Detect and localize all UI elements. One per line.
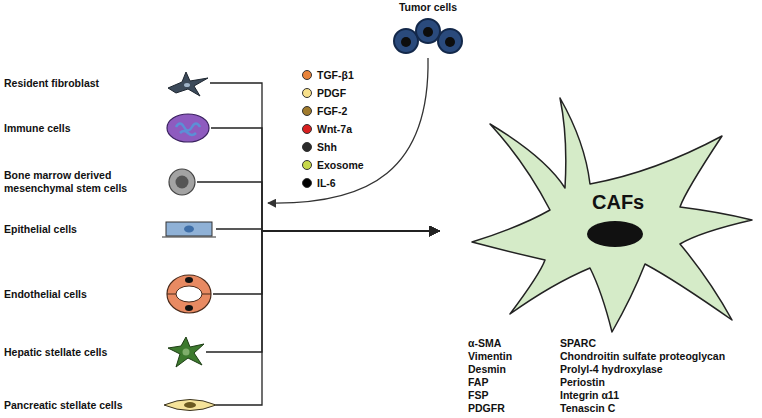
factor-name: Wnt-7a	[317, 123, 352, 135]
node-label: Immune cells	[4, 122, 162, 135]
connector-arrow	[213, 231, 440, 294]
marker-label: PDGFR	[468, 402, 505, 415]
cell-type-node: Epithelial cells	[4, 218, 216, 240]
cell-title: CAFs	[592, 191, 644, 214]
factor-swatch	[302, 142, 312, 152]
factor-name: Exosome	[317, 159, 364, 171]
marker-label: FSP	[468, 389, 488, 402]
pancreatic-stellate-icon	[164, 400, 216, 411]
marker-label: Integrin α11	[560, 389, 619, 402]
factor-legend-item: Shh	[302, 141, 337, 153]
cell-type-node: Resident fibroblast	[4, 72, 210, 94]
cell-type-node: Pancreatic stellate cells	[4, 394, 216, 416]
marker-label: α-SMA	[468, 337, 501, 350]
endothelial-icon	[167, 275, 211, 313]
connector-arrow	[211, 128, 440, 231]
hepatic-stellate-icon	[168, 337, 204, 367]
factor-legend-item: IL-6	[302, 177, 336, 189]
node-label: Hepatic stellate cells	[4, 346, 162, 359]
factor-name: FGF-2	[317, 105, 347, 117]
factor-swatch	[302, 178, 312, 188]
factor-name: TGF-β1	[317, 69, 354, 81]
factor-swatch	[302, 106, 312, 116]
connector-arrow	[210, 83, 440, 231]
cell-type-node: Endothelial cells	[4, 283, 213, 305]
connector-arrow	[197, 182, 440, 231]
marker-label: Periostin	[560, 376, 605, 389]
node-label: Endothelial cells	[4, 288, 162, 301]
marker-label: Vimentin	[468, 350, 512, 363]
marker-label: Desmin	[468, 363, 506, 376]
node-label: Tumor cells	[388, 1, 468, 13]
factor-name: PDGF	[317, 87, 346, 99]
tumor-cell-cluster	[394, 19, 462, 53]
connector-arrow	[216, 231, 440, 405]
factor-legend-item: TGF-β1	[302, 69, 354, 81]
caf-cell: CAFs	[440, 92, 758, 336]
cell-type-node: Bone marrow derived mesenchymal stem cel…	[4, 169, 197, 194]
cell-type-node: Hepatic stellate cells	[4, 341, 206, 363]
node-label: Pancreatic stellate cells	[4, 399, 162, 412]
node-label: Bone marrow derived mesenchymal stem cel…	[4, 169, 162, 194]
factor-legend-item: PDGF	[302, 87, 346, 99]
tumor-cell-group: Tumor cells	[388, 1, 468, 59]
factor-swatch	[302, 124, 312, 134]
caf-outline	[440, 92, 758, 336]
node-label: Epithelial cells	[4, 223, 162, 236]
marker-label: Chondroitin sulfate proteoglycan	[560, 350, 725, 363]
signal-arrow	[268, 58, 428, 203]
marker-label: SPARC	[560, 337, 596, 350]
connector-arrow	[206, 231, 440, 352]
marker-label: FAP	[468, 376, 488, 389]
factor-legend-item: Wnt-7a	[302, 123, 352, 135]
factor-legend-item: FGF-2	[302, 105, 347, 117]
factor-swatch	[302, 88, 312, 98]
cell-type-node: Immune cells	[4, 117, 211, 139]
immune-cell-icon	[167, 114, 209, 142]
factor-name: Shh	[317, 141, 337, 153]
factor-legend-item: Exosome	[302, 159, 364, 171]
marker-label: Prolyl-4 hydroxylase	[560, 363, 663, 376]
factor-name: IL-6	[317, 177, 336, 189]
fibroblast-icon	[168, 72, 208, 96]
epithelial-icon	[166, 222, 212, 236]
node-label: Resident fibroblast	[4, 77, 162, 90]
factor-swatch	[302, 70, 312, 80]
factor-swatch	[302, 160, 312, 170]
marker-label: Tenascin C	[560, 402, 615, 415]
msc-icon	[169, 169, 195, 195]
